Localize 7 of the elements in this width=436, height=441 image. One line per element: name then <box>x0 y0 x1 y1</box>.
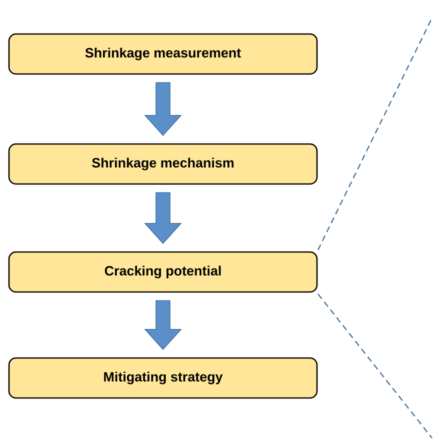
process-box: Shrinkage measurement <box>8 33 318 75</box>
block-arrow <box>144 300 182 350</box>
block-arrow <box>144 192 182 244</box>
process-box: Cracking potential <box>8 251 318 293</box>
process-box: Mitigating strategy <box>8 357 318 399</box>
block-arrow <box>144 82 182 136</box>
process-box: Shrinkage mechanism <box>8 143 318 185</box>
